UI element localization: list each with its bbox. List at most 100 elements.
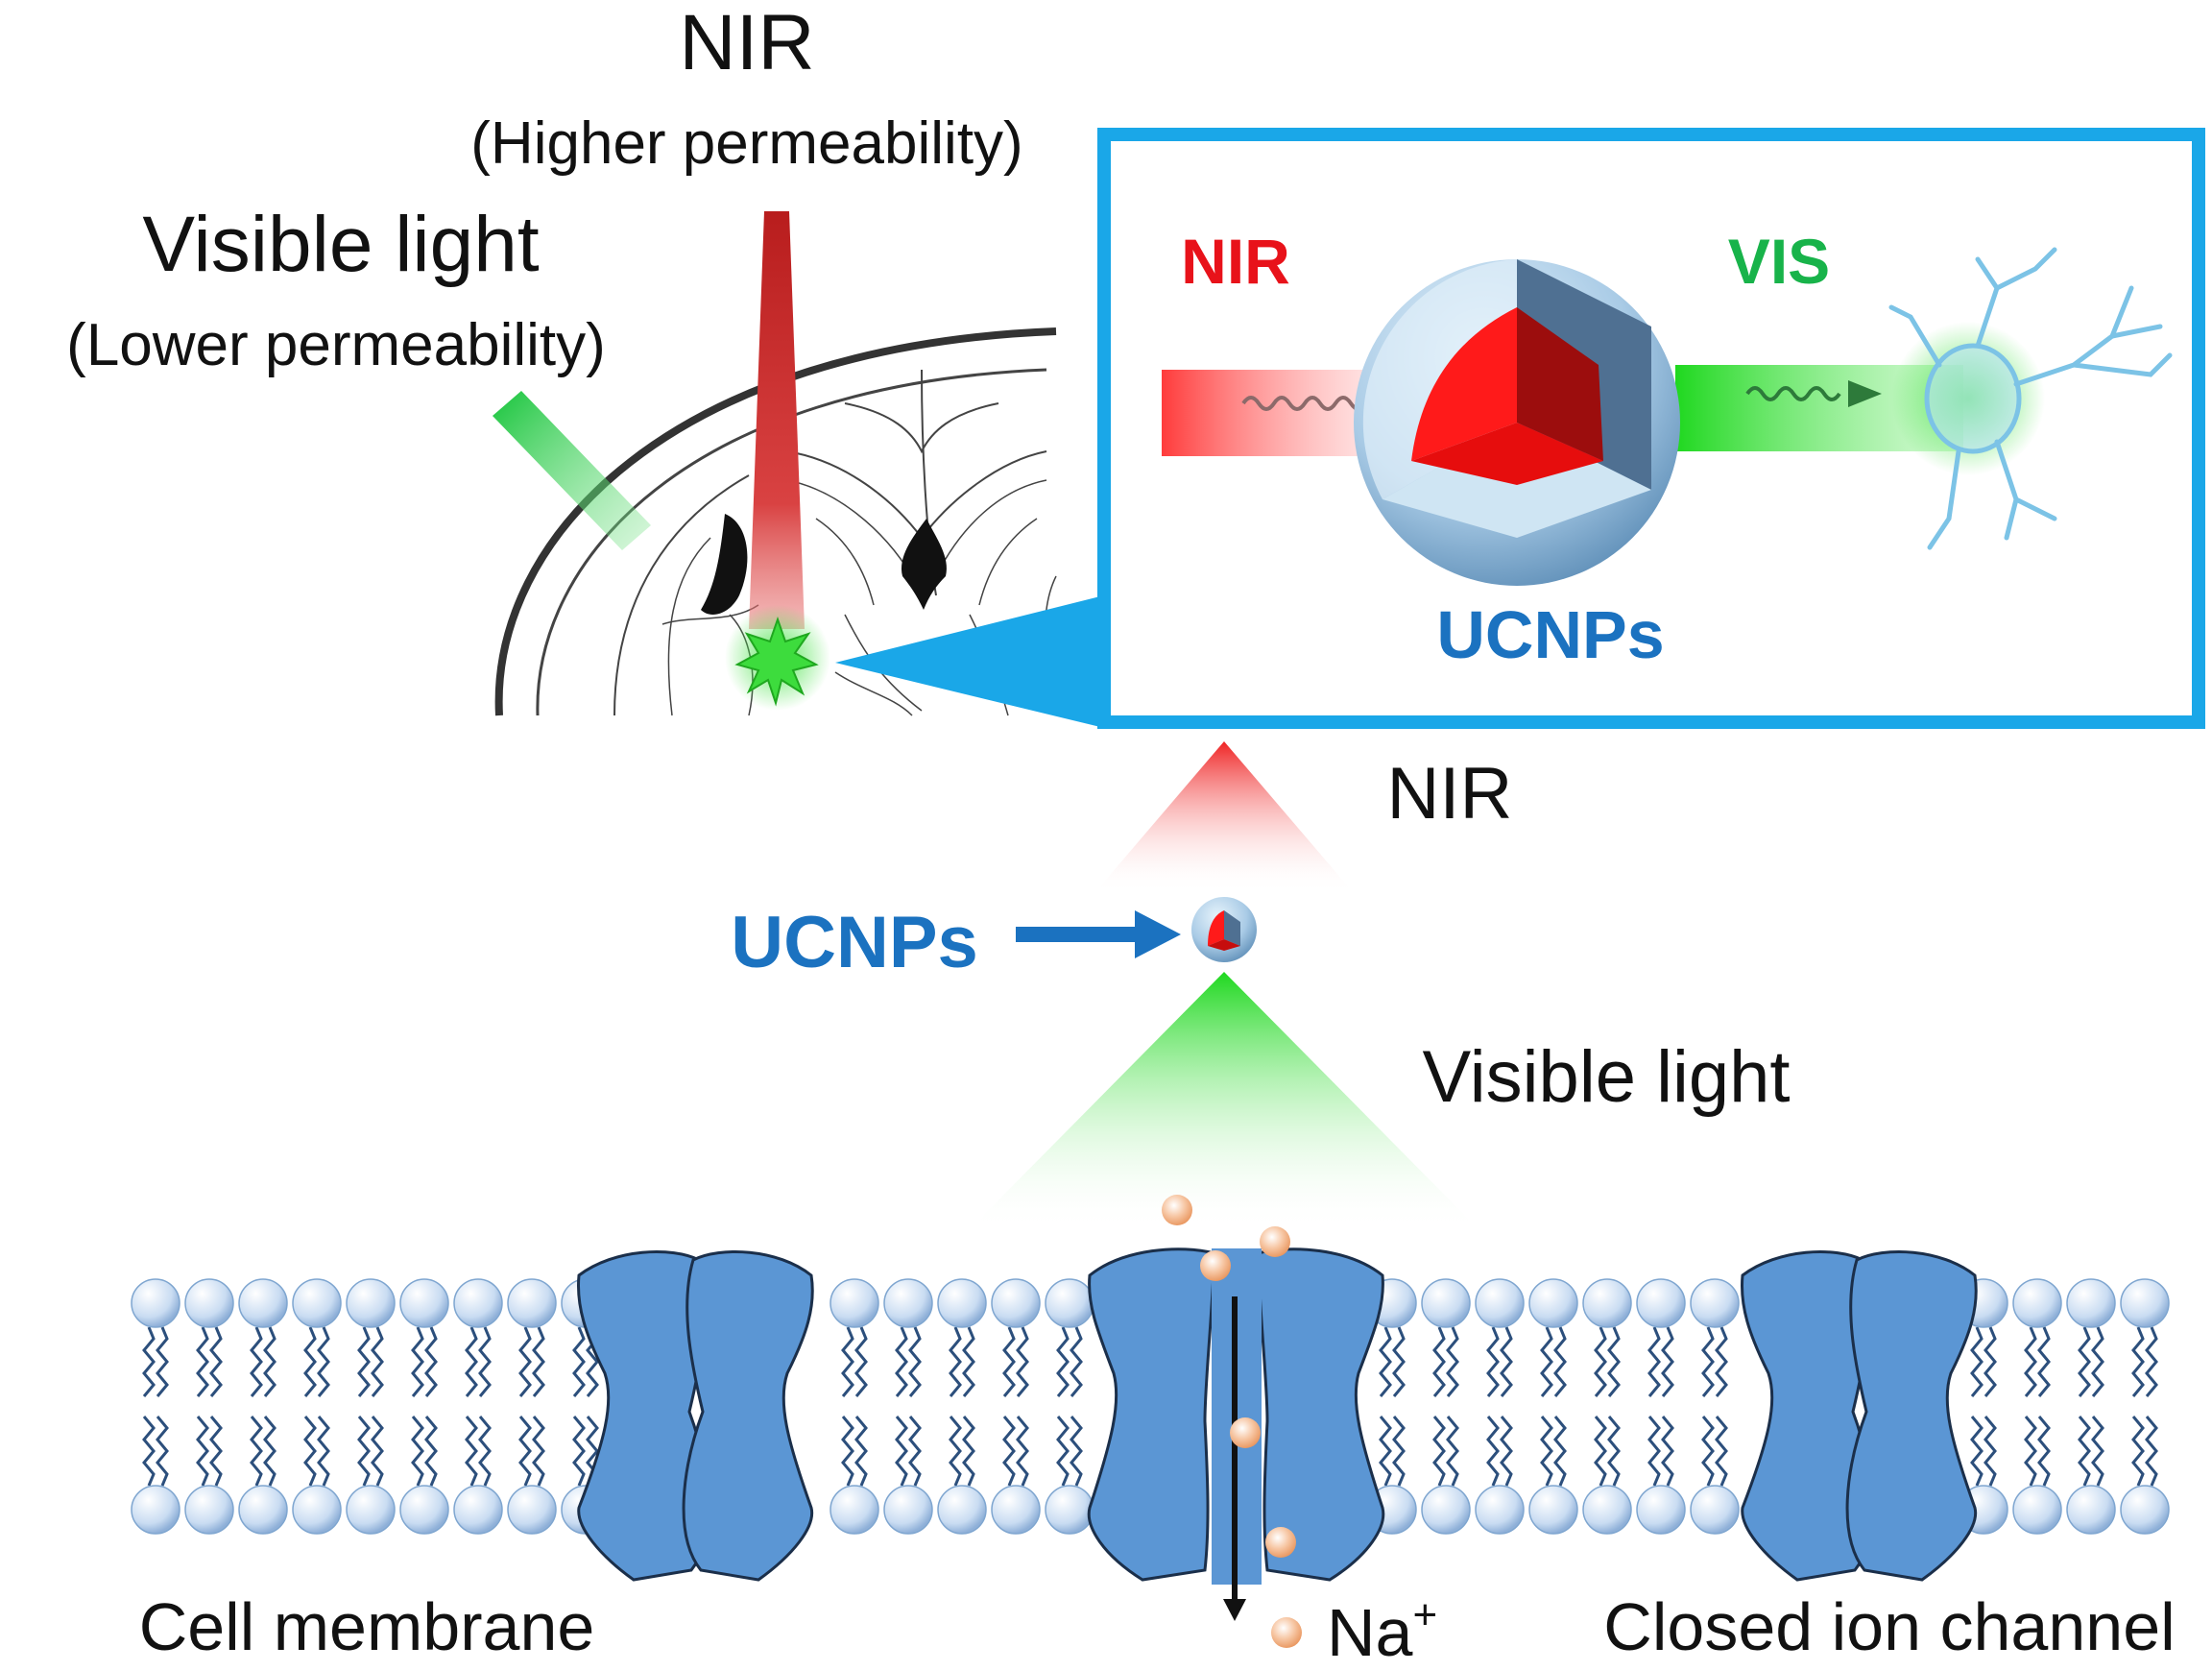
lipid-tail (1392, 1326, 1406, 1397)
lipid-tail (841, 1416, 854, 1487)
lipid-heads (131, 1278, 2170, 1535)
lipid-head (1421, 1278, 1471, 1328)
lipid-tail (1594, 1416, 1607, 1487)
na-ion (1260, 1226, 1290, 1257)
na-label-text: Na (1327, 1595, 1413, 1670)
lipid-tail (156, 1326, 169, 1397)
lipid-tail (908, 1416, 922, 1487)
na-ion-legend (1271, 1617, 1302, 1648)
lipid-head (1582, 1485, 1632, 1535)
lipid-tail (1701, 1326, 1715, 1397)
lipid-tail (962, 1416, 975, 1487)
lipid-head (2012, 1485, 2062, 1535)
lipid-head (937, 1485, 987, 1535)
lipid-head (1636, 1485, 1686, 1535)
closed-ion-channel-label: Closed ion channel (1603, 1589, 2175, 1664)
lipid-tail (317, 1416, 330, 1487)
lipid-tail (465, 1326, 478, 1397)
visible-beam-brain (493, 391, 651, 550)
lipid-head (399, 1278, 449, 1328)
inset-nir-label: NIR (1181, 226, 1290, 297)
lipid-head (292, 1485, 342, 1535)
lipid-head (346, 1485, 396, 1535)
lipid-tail (196, 1416, 209, 1487)
lipid-tail (209, 1326, 223, 1397)
lipid-tail (1486, 1416, 1500, 1487)
lipid-tail (962, 1326, 975, 1397)
lipid-head (937, 1278, 987, 1328)
lipid-tail (2131, 1326, 2145, 1397)
lipid-head (1528, 1485, 1578, 1535)
lipid-tail (1002, 1326, 1016, 1397)
lipid-tail (572, 1326, 586, 1397)
lipid-tail (1715, 1326, 1728, 1397)
lipid-tail (2145, 1326, 2158, 1397)
lipid-tail (2037, 1326, 2051, 1397)
middle-nir-label: NIR (1387, 753, 1513, 835)
lipid-tail (465, 1416, 478, 1487)
lipid-tail (1661, 1326, 1674, 1397)
lipid-tail (908, 1326, 922, 1397)
inset-nir-beam (1162, 370, 1392, 456)
lipid-head (1636, 1278, 1686, 1328)
lipid-tails (142, 1326, 2158, 1487)
lipid-tail (317, 1326, 330, 1397)
lipid-tail (1647, 1416, 1661, 1487)
lipid-tail (949, 1326, 962, 1397)
ucnp-sphere-large (1354, 259, 1680, 586)
lipid-head (1475, 1485, 1525, 1535)
lipid-tail (1070, 1326, 1083, 1397)
lipid-head (399, 1485, 449, 1535)
lipid-head (238, 1278, 288, 1328)
lipid-tail (854, 1326, 868, 1397)
middle-ucnps-label: UCNPs (731, 902, 978, 983)
lipid-head (883, 1485, 933, 1535)
lipid-tail (1540, 1326, 1553, 1397)
lipid-head (1690, 1278, 1740, 1328)
lipid-tail (1500, 1416, 1513, 1487)
lipid-head (2012, 1278, 2062, 1328)
lipid-tail (1540, 1416, 1553, 1487)
lipid-head (2120, 1485, 2170, 1535)
lipid-tail (1392, 1416, 1406, 1487)
lipid-head (1421, 1485, 1471, 1535)
lipid-tail (2024, 1326, 2037, 1397)
inset-panel: NIR VIS UCNPs (1097, 128, 2205, 729)
visible-triangle (970, 972, 1479, 1229)
lipid-tail (142, 1326, 156, 1397)
green-burst-icon (734, 616, 819, 707)
lipid-tail (371, 1326, 384, 1397)
lipid-tail (1016, 1416, 1029, 1487)
lipid-tail (1607, 1416, 1621, 1487)
na-ion (1162, 1195, 1192, 1225)
lipid-tail (518, 1416, 532, 1487)
lipid-tail (1056, 1326, 1070, 1397)
lipid-tail (2078, 1416, 2091, 1487)
lipid-tail (1984, 1416, 1997, 1487)
lipid-tail (424, 1416, 438, 1487)
lipid-head (346, 1278, 396, 1328)
lipid-head (453, 1485, 503, 1535)
lipid-tail (2091, 1416, 2104, 1487)
lipid-tail (532, 1326, 545, 1397)
lipid-head (2120, 1278, 2170, 1328)
lipid-tail (2145, 1416, 2158, 1487)
lipid-tail (263, 1326, 276, 1397)
lipid-tail (532, 1416, 545, 1487)
ucnp-sphere-small (1191, 897, 1257, 962)
nir-title: NIR (679, 0, 814, 86)
ventricle-left (701, 514, 748, 615)
ucnps-arrow (1016, 910, 1181, 958)
lipid-tail (1016, 1326, 1029, 1397)
lipid-tail (895, 1326, 908, 1397)
lipid-tail (1970, 1326, 1984, 1397)
lipid-tail (572, 1416, 586, 1487)
lipid-tail (1379, 1416, 1392, 1487)
lipid-tail (1432, 1326, 1446, 1397)
lipid-tail (1661, 1416, 1674, 1487)
na-ion (1230, 1417, 1261, 1448)
lipid-head (184, 1485, 234, 1535)
lipid-tail (209, 1416, 223, 1487)
lipid-head (1528, 1278, 1578, 1328)
